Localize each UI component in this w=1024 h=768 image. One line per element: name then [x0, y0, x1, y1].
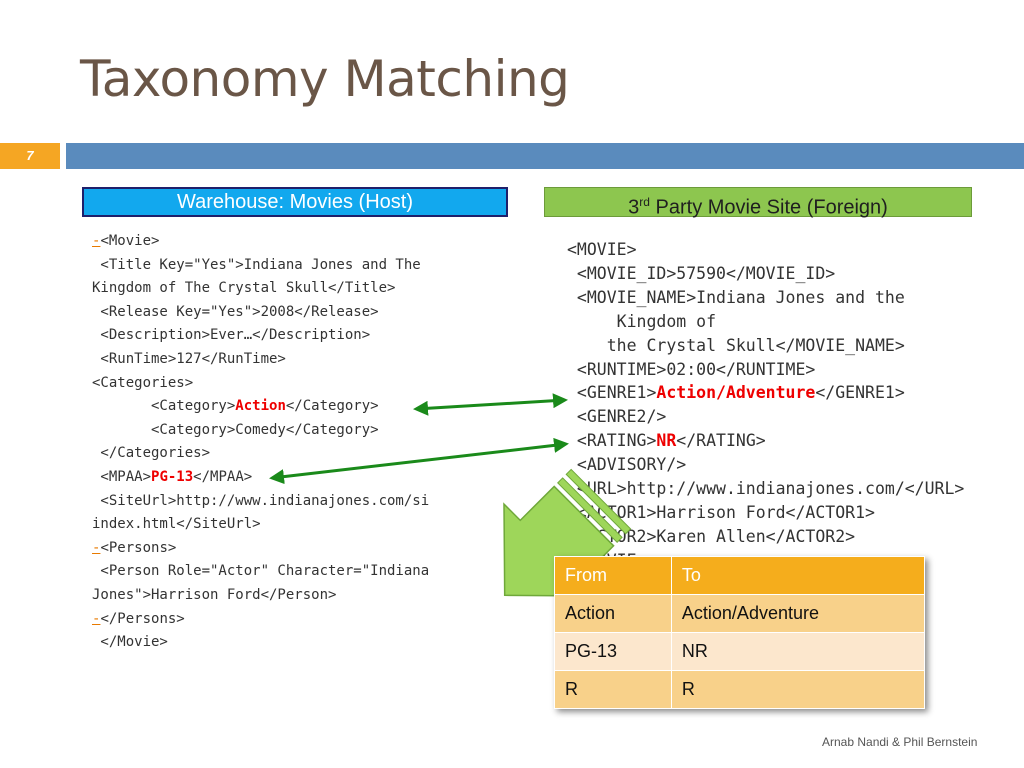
code-text: Kingdom of — [567, 311, 717, 331]
host-code-line: <Category>Action</Category> — [92, 398, 379, 414]
match-arrow-rating — [269, 437, 569, 485]
code-text: the Crystal Skull</MOVIE_NAME> — [567, 335, 905, 355]
table-row: PG-13 NR — [554, 632, 926, 671]
code-text: Kingdom of The Crystal Skull</Title> — [92, 280, 396, 297]
table-row: R R — [554, 670, 926, 709]
code-text: <RATING> — [567, 431, 657, 451]
code-text: </Categories> — [92, 445, 211, 462]
host-code-line: <SiteUrl>http://www.indianajones.com/si — [92, 493, 429, 509]
code-text: <GENRE1> — [567, 383, 657, 403]
column-header-from: From — [554, 556, 672, 595]
code-text: <RUNTIME>02:00</RUNTIME> — [567, 359, 816, 379]
host-code-line: <MPAA>PG-13</MPAA> — [92, 469, 252, 485]
foreign-code-line: <GENRE2/> — [567, 407, 666, 426]
foreign-code-line: Kingdom of — [567, 312, 716, 331]
code-text: </GENRE1> — [815, 383, 905, 403]
table-cell-from: R — [554, 670, 672, 709]
code-text: Jones">Harrison Ford</Person> — [92, 586, 337, 603]
code-text: <ADVISORY/> — [567, 455, 687, 475]
host-code-line: -<Movie> — [92, 233, 159, 249]
table-cell-from: PG-13 — [554, 632, 672, 671]
code-text: <URL>http://www.indianajones.com/</URL> — [567, 479, 965, 499]
code-text: <MOVIE_NAME>Indiana Jones and the — [567, 287, 905, 307]
slide-number: 7 — [0, 143, 60, 169]
host-code-line: <Categories> — [92, 375, 193, 391]
code-text: <Categories> — [92, 374, 194, 391]
code-text: <MOVIE> — [567, 551, 647, 558]
code-text: <Release Key="Yes">2008</Release> — [92, 303, 379, 320]
host-code-line: -<Persons> — [92, 540, 176, 556]
foreign-code-line: <RUNTIME>02:00</RUNTIME> — [567, 360, 815, 379]
code-text: </RATING> — [676, 431, 766, 451]
foreign-code-line: <GENRE1>Action/Adventure</GENRE1> — [567, 383, 905, 402]
foreign-header-ordinal: rd — [639, 195, 650, 209]
code-text: </MPAA> — [193, 468, 253, 485]
foreign-code-line: <MOVIE> — [567, 551, 647, 558]
host-code-line: </Movie> — [92, 634, 168, 651]
code-text: <Title Key="Yes">Indiana Jones and The — [92, 256, 421, 273]
code-text: <MPAA> — [92, 468, 152, 485]
code-text: </Movie> — [92, 634, 168, 651]
table-header-row: From To — [554, 556, 926, 595]
host-schema-header: Warehouse: Movies (Host) — [82, 187, 508, 217]
foreign-code-line: <MOVIE> — [567, 240, 637, 259]
highlighted-value: Action/Adventure — [656, 383, 816, 403]
collapse-toggle[interactable]: - — [92, 539, 101, 556]
code-text: <Description>Ever…</Description> — [92, 327, 371, 344]
title-divider-bar — [66, 143, 1024, 169]
host-code-line: Kingdom of The Crystal Skull</Title> — [92, 280, 395, 296]
code-text: <GENRE2/> — [567, 407, 667, 427]
value-mapping-table: From To Action Action/Adventure PG-13 NR… — [554, 556, 926, 709]
host-code-line: <Release Key="Yes">2008</Release> — [92, 303, 379, 320]
foreign-code-line: <RATING>NR</RATING> — [567, 431, 766, 450]
code-text: </Category> — [285, 398, 379, 415]
slide-title: Taxonomy Matching — [80, 50, 570, 108]
table-cell-to: Action/Adventure — [670, 594, 926, 633]
code-text: <Category> — [92, 398, 236, 415]
collapse-toggle[interactable]: - — [92, 233, 101, 249]
foreign-schema-header: 3rd Party Movie Site (Foreign) — [544, 187, 972, 219]
host-xml-listing: -<Movie> <Title Key="Yes">Indiana Jones … — [92, 230, 429, 655]
code-text: <SiteUrl>http://www.indianajones.com/si — [92, 492, 430, 509]
code-text: <Persons> — [100, 539, 177, 556]
foreign-header-number: 3 — [628, 196, 640, 219]
code-text: <Person Role="Actor" Character="Indiana — [92, 563, 430, 580]
foreign-code-line: <URL>http://www.indianajones.com/</URL> — [567, 479, 964, 498]
host-code-line: index.html</SiteUrl> — [92, 516, 261, 532]
highlighted-value: PG-13 — [151, 468, 194, 485]
foreign-code-line: <MOVIE_ID>57590</MOVIE_ID> — [567, 264, 835, 283]
host-code-line: <Title Key="Yes">Indiana Jones and The — [92, 256, 421, 273]
host-code-line: <RunTime>127</RunTime> — [92, 350, 286, 367]
code-text: index.html</SiteUrl> — [92, 516, 261, 533]
foreign-code-line: <MOVIE_NAME>Indiana Jones and the — [567, 288, 905, 307]
host-code-line: -</Persons> — [92, 611, 185, 627]
highlighted-value: NR — [656, 431, 677, 451]
table-row: Action Action/Adventure — [554, 594, 926, 633]
host-code-line: </Categories> — [92, 445, 210, 461]
slide-footer-authors: Arnab Nandi & Phil Bernstein — [822, 735, 978, 749]
host-code-line: Jones">Harrison Ford</Person> — [92, 587, 336, 603]
code-text: </Persons> — [100, 610, 185, 627]
table-cell-to: NR — [670, 632, 926, 671]
code-text: <Category>Comedy</Category> — [92, 421, 379, 438]
code-text: <Movie> — [100, 233, 160, 249]
match-arrow-action — [413, 393, 568, 416]
foreign-code-line: the Crystal Skull</MOVIE_NAME> — [567, 336, 905, 355]
host-code-line: <Person Role="Actor" Character="Indiana — [92, 563, 429, 579]
host-code-line: <Description>Ever…</Description> — [92, 327, 370, 343]
foreign-header-text: Party Movie Site (Foreign) — [649, 196, 888, 219]
code-text: <MOVIE_ID>57590</MOVIE_ID> — [567, 263, 836, 283]
foreign-code-line: <ADVISORY/> — [567, 455, 686, 474]
table-cell-from: Action — [554, 594, 672, 633]
table-cell-to: R — [670, 670, 926, 709]
code-text: <MOVIE> — [567, 240, 637, 259]
host-code-line: <Category>Comedy</Category> — [92, 422, 379, 438]
code-text: <RunTime>127</RunTime> — [92, 350, 286, 367]
column-header-to: To — [670, 556, 926, 595]
collapse-toggle[interactable]: - — [92, 610, 101, 627]
highlighted-value: Action — [235, 398, 286, 415]
